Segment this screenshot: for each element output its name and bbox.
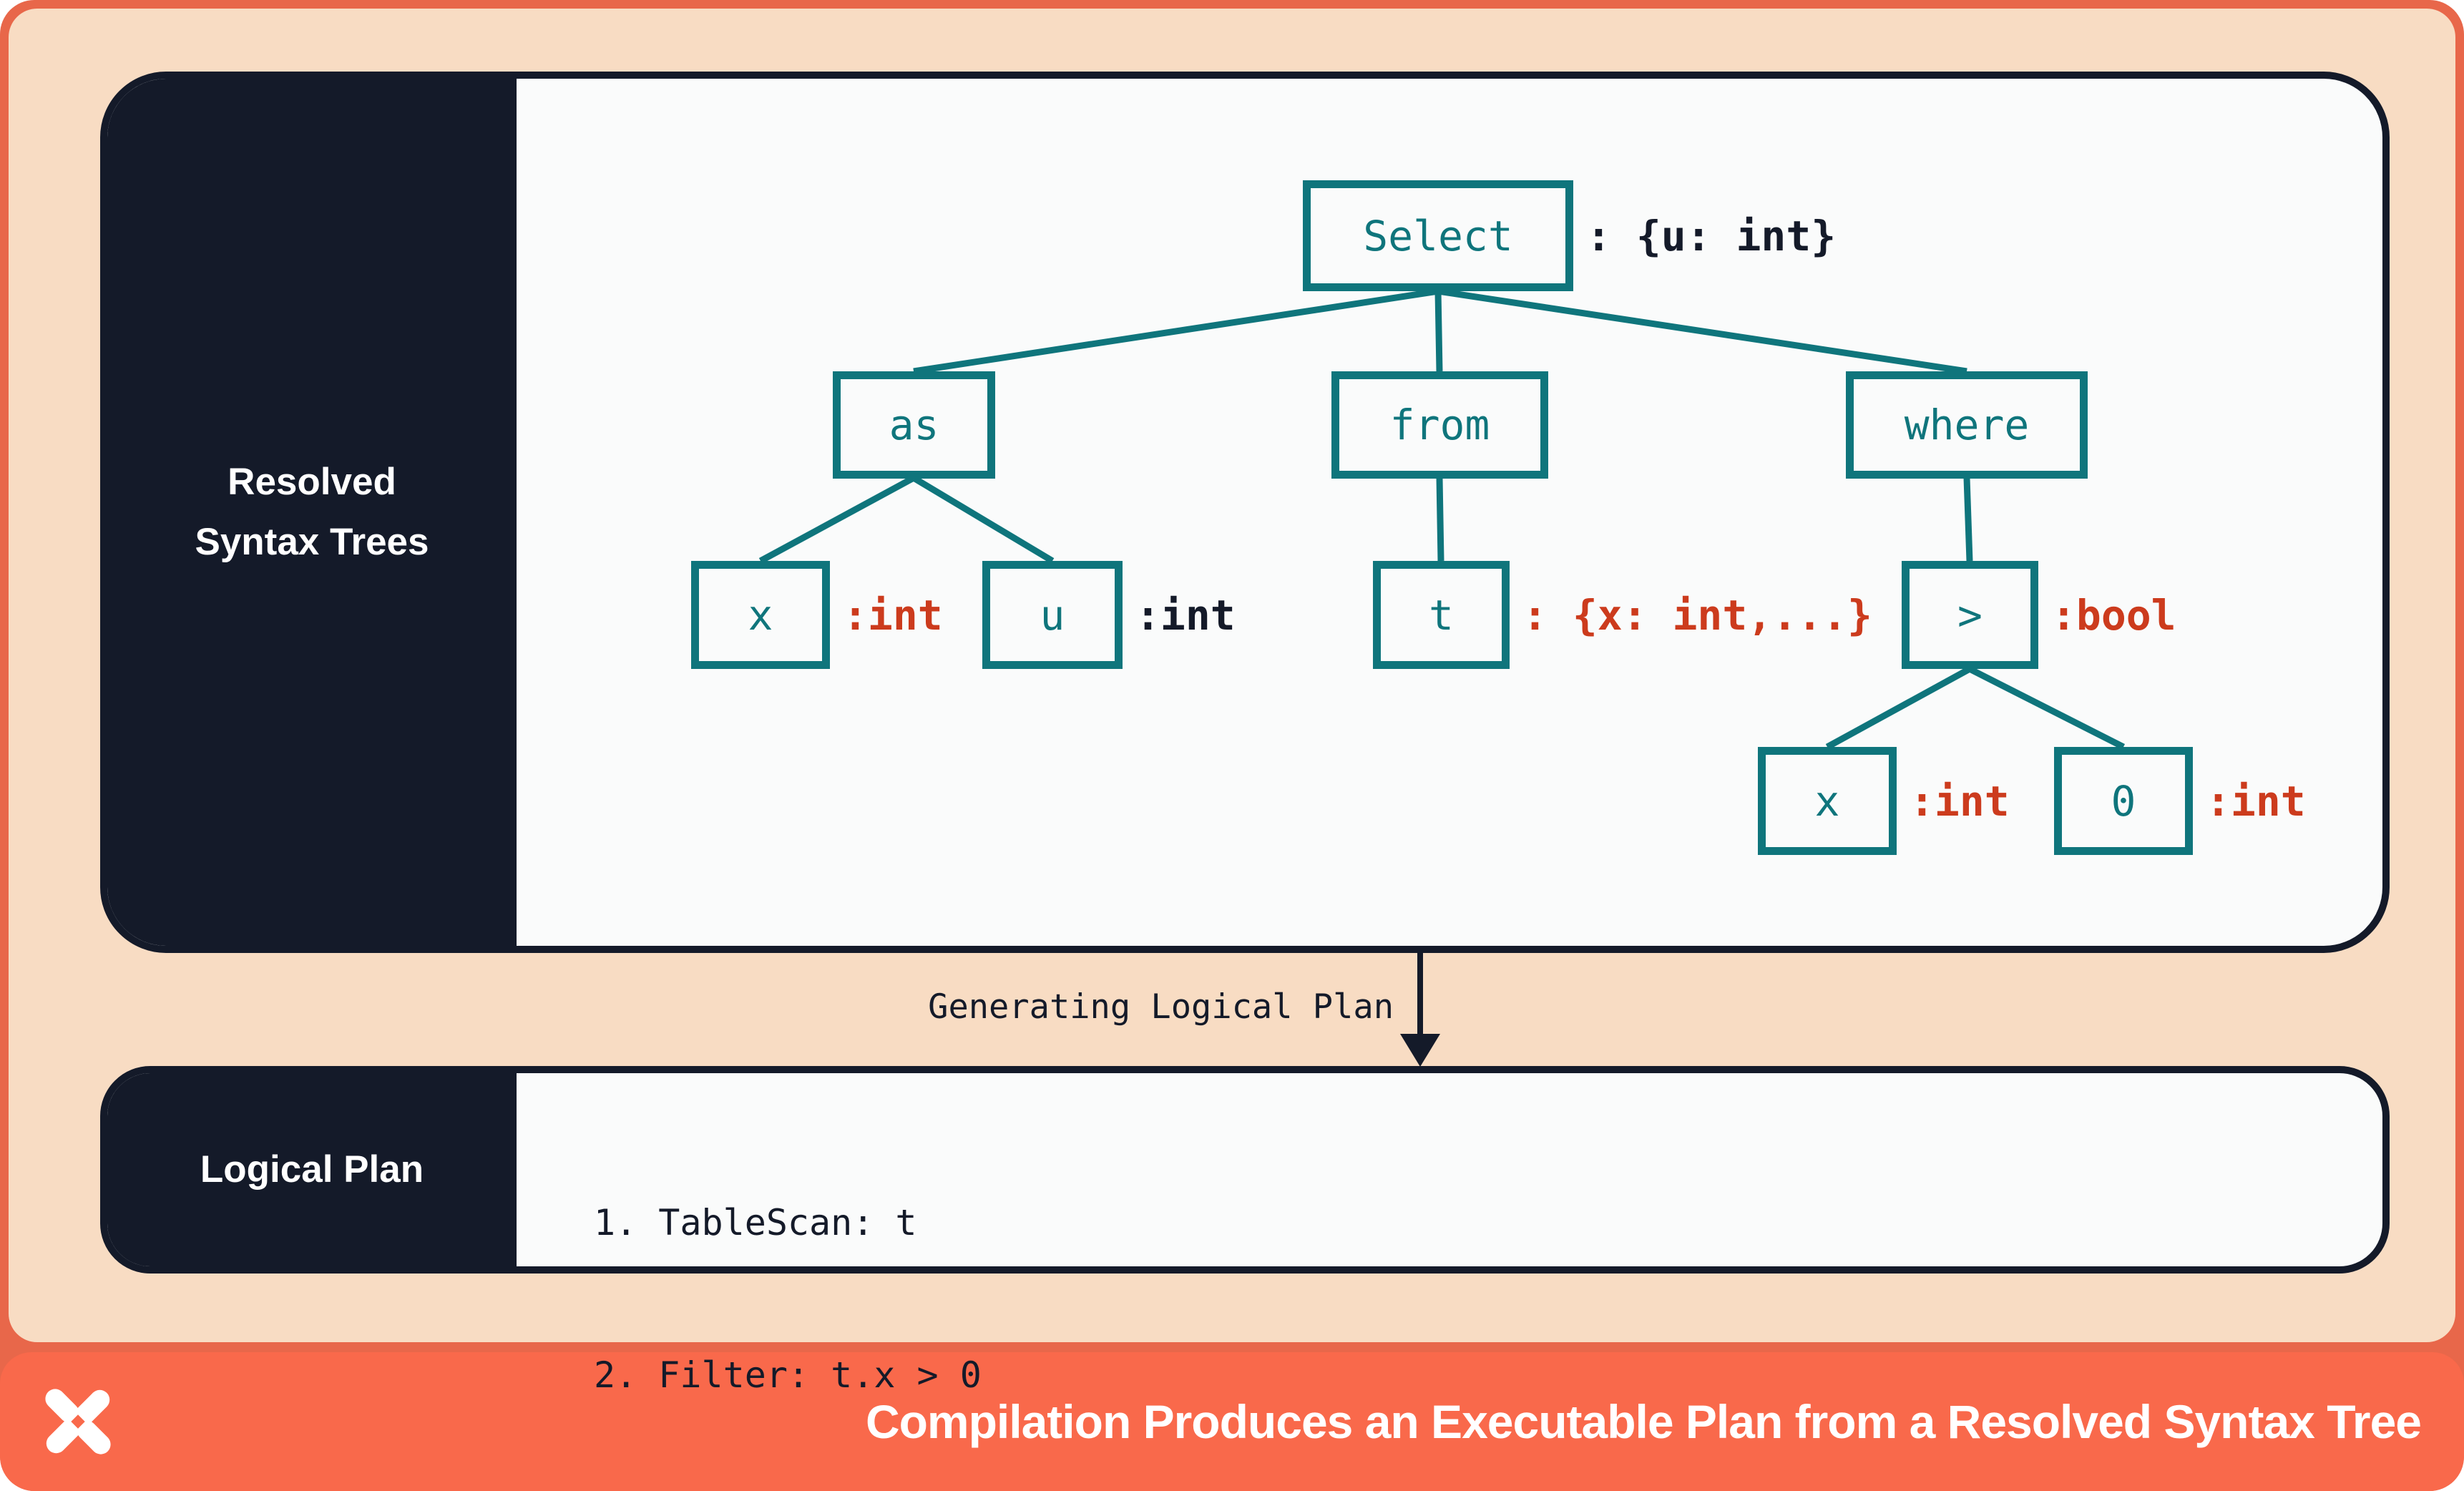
tree-node-box: x [691,561,830,669]
tree-node-u-alias: u :int [982,561,1236,669]
type-annotation: :bool [2051,590,2176,640]
tree-node-x-alias: x :int [691,561,943,669]
footer-bar: Compilation Produces an Executable Plan … [0,1352,2464,1491]
tree-node-box: x [1758,747,1897,855]
logical-plan-sidebar: Logical Plan [107,1073,517,1266]
tree-node-box: Select [1303,180,1573,291]
tree-edges [758,288,2126,751]
tree-node-gt: > :bool [1902,561,2176,669]
tree-node-x-cmp: x :int [1758,747,2010,855]
node-label: as [889,401,939,449]
resolved-syntax-trees-sidebar: Resolved Syntax Trees [107,79,517,946]
tree-node-box: from [1331,371,1548,479]
sidebar-label-line: Syntax Trees [195,521,429,563]
arrow-down-icon [1400,949,1440,1067]
tree-node-box: where [1846,371,2088,479]
tree-node-box: 0 [2054,747,2193,855]
footer-title: Compilation Produces an Executable Plan … [865,1395,2422,1448]
node-label: > [1957,590,1983,640]
transition-label: Generating Logical Plan [928,987,1394,1027]
x-pinwheel-logo-icon [45,1389,111,1455]
tree-node-where: where [1846,371,2088,479]
tree-node-box: t [1373,561,1510,669]
type-annotation: : {x: int,...} [1522,590,1872,640]
type-annotation: :int [2206,776,2306,826]
tree-node-t: t : {x: int,...} [1373,561,1872,669]
node-label: Select [1363,211,1513,260]
tree-node-as: as [833,371,995,479]
tree-node-box: > [1902,561,2038,669]
tree-node-box: u [982,561,1123,669]
type-annotation: :int [1910,776,2010,826]
node-label: x [1814,776,1840,826]
logical-plan-steps: 1. TableScan: t 2. Filter: t.x > 0 3. Pr… [594,1096,1089,1491]
type-annotation: : {u: int} [1586,211,1837,260]
resolved-syntax-trees-card: Resolved Syntax Trees [100,72,2390,953]
type-annotation: :int [1135,590,1236,640]
node-label: t [1429,590,1454,640]
type-annotation: :int [843,590,943,640]
tree-node-box: as [833,371,995,479]
node-label: where [1904,401,2030,449]
tree-node-zero: 0 :int [2054,747,2306,855]
node-label: from [1389,401,1490,449]
tree-node-select: Select : {u: int} [1303,180,1836,291]
sidebar-label-line: Logical Plan [200,1148,424,1191]
sidebar-label-line: Resolved [228,461,396,503]
node-label: 0 [2111,776,2136,826]
node-label: u [1040,590,1065,640]
node-label: x [748,590,773,640]
tree-node-from: from [1331,371,1548,479]
plan-step: 1. TableScan: t [594,1202,917,1243]
plan-step: 2. Filter: t.x > 0 [594,1354,982,1396]
logical-plan-card: Logical Plan [100,1066,2390,1274]
